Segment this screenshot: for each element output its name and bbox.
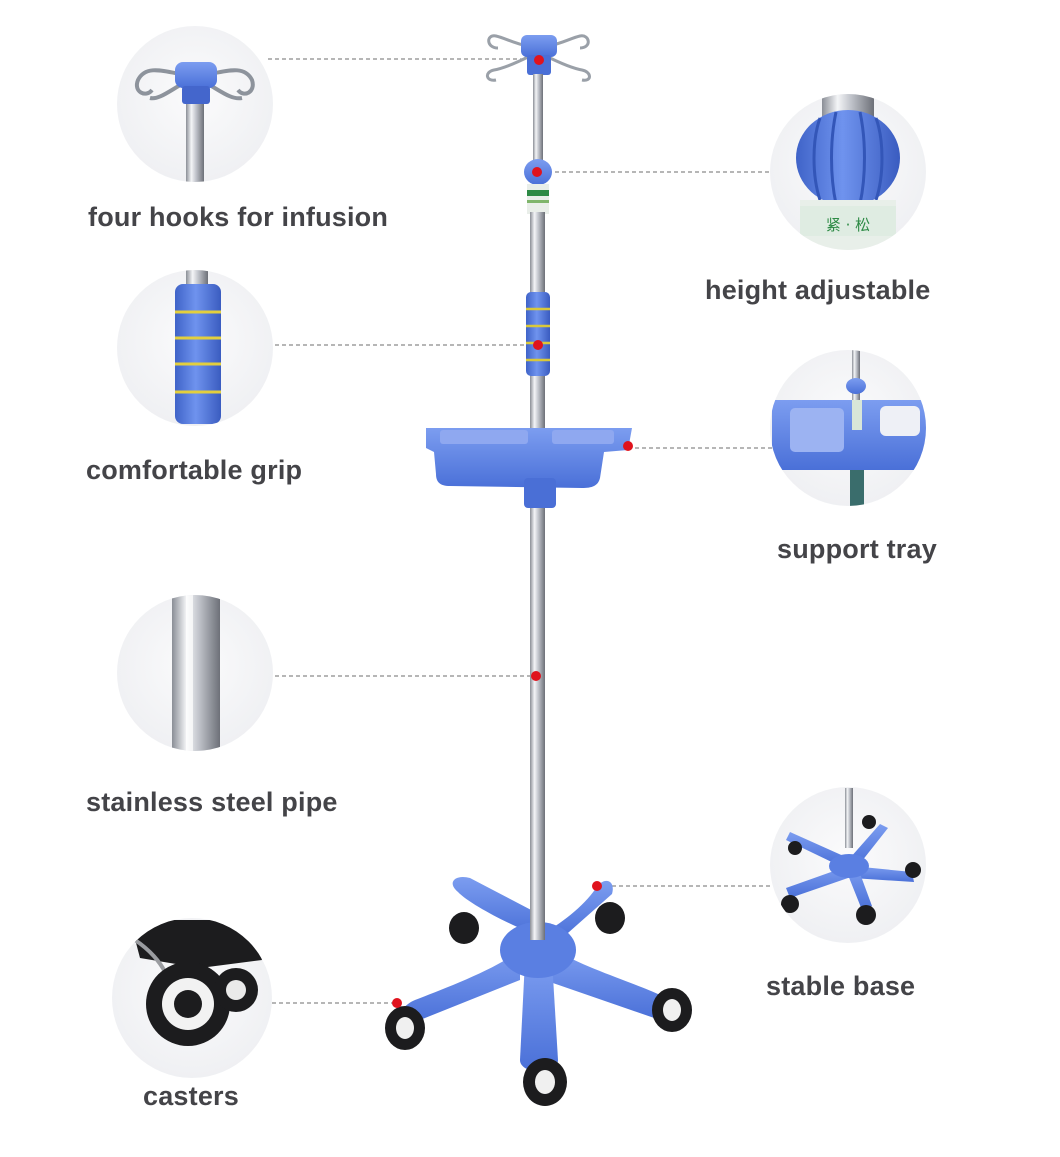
feature-label-casters: casters bbox=[143, 1081, 239, 1111]
steel-pipe-closeup-photo bbox=[117, 595, 273, 751]
feature-label-base: stable base bbox=[766, 971, 916, 1001]
five-star-base bbox=[385, 876, 692, 1106]
caster-closeup-photo bbox=[112, 918, 272, 1078]
feature-label-height: height adjustable bbox=[705, 275, 931, 305]
hook-closeup-photo bbox=[117, 26, 273, 182]
iv-pole bbox=[385, 34, 692, 1106]
feature-label-grip: comfortable grip bbox=[86, 455, 303, 485]
feature-label-tray: support tray bbox=[777, 534, 937, 564]
feature-label-pipe: stainless steel pipe bbox=[86, 787, 338, 817]
caster-wheels bbox=[385, 902, 692, 1106]
svg-text:紧 · 松: 紧 · 松 bbox=[826, 216, 870, 234]
feature-label-hooks: four hooks for infusion bbox=[88, 202, 389, 232]
tray bbox=[426, 428, 632, 508]
leader-lines bbox=[268, 58, 772, 1004]
feature-markers bbox=[392, 55, 633, 1008]
top-hooks bbox=[486, 34, 591, 82]
tray-closeup-photo bbox=[770, 350, 926, 506]
foam-grip-closeup-photo bbox=[117, 270, 273, 426]
base-closeup-photo bbox=[770, 787, 926, 943]
adjuster-knob-closeup-photo: 紧 · 松 bbox=[770, 94, 926, 250]
